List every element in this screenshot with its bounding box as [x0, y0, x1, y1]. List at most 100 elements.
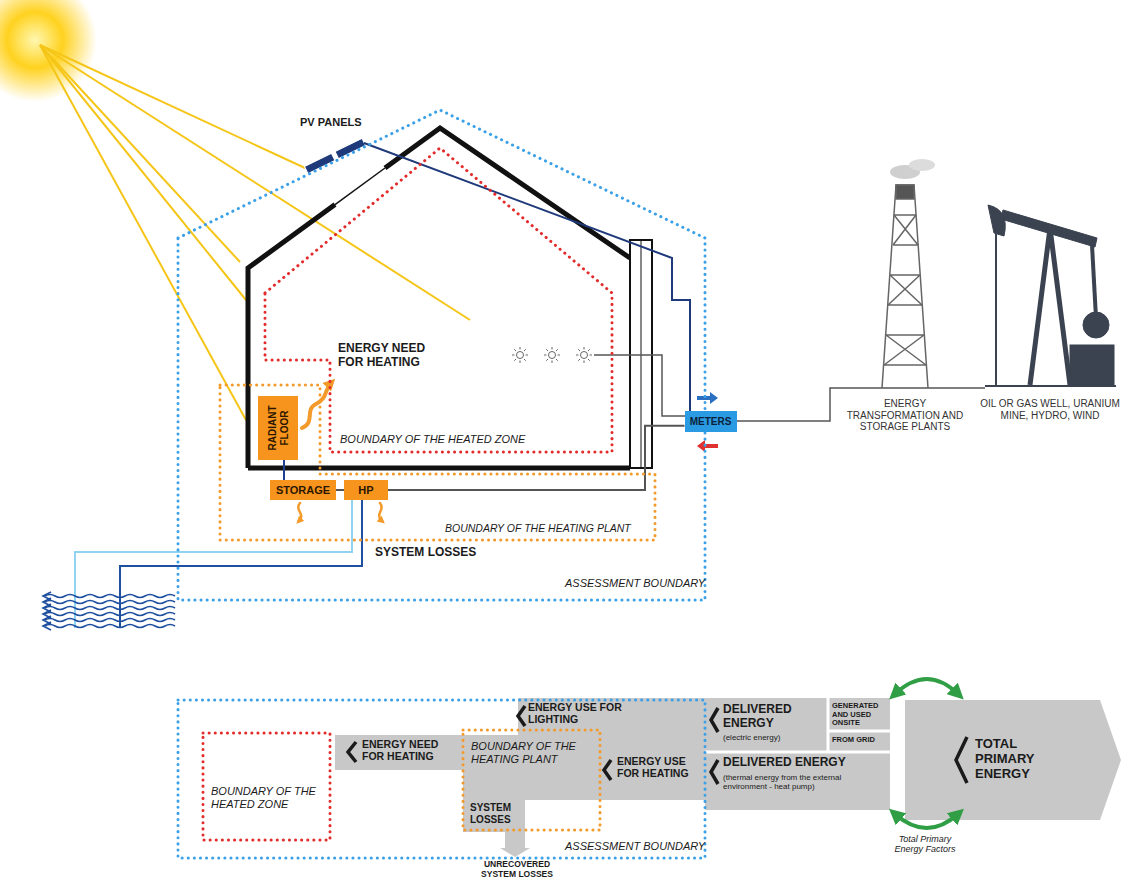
dotted-boundary — [178, 700, 705, 858]
diagram-label: OIL OR GAS WELL, URANIUM MINE, HYDRO, WI… — [980, 398, 1120, 421]
diagram-label: ENERGY USE FOR HEATING — [617, 755, 702, 779]
water-waves — [43, 622, 51, 630]
pv-panel — [335, 138, 365, 158]
boundary-label: ASSESSMENT BOUNDARY — [565, 577, 705, 590]
energy-flow-band — [905, 700, 1121, 820]
band-divider — [705, 698, 890, 752]
pv-panel — [304, 138, 365, 173]
boundary-label: BOUNDARY OF THE HEATING PLANT — [445, 522, 631, 534]
heated-zone-boundary: BOUNDARY OF THE HEATED ZONE — [265, 148, 612, 452]
heating-plant-boundary: RADIANT FLOOR STORAGE HP BOUNDARY OF THE HE… — [220, 385, 655, 540]
lamp-symbol — [512, 347, 528, 363]
building-wall — [248, 128, 630, 468]
water-waves — [45, 619, 175, 622]
diagram-label: ENERGY NEED FOR HEATING — [338, 342, 433, 370]
water-waves — [45, 595, 175, 598]
box-label: HP — [358, 484, 373, 497]
power-plant-tower — [882, 159, 935, 388]
diagram-label: DELIVERED ENERGY — [723, 703, 823, 731]
water-waves — [45, 625, 175, 628]
sun-ray — [40, 45, 470, 320]
assessment-boundary: BOUNDARY OF THE HEATED ZONERADIANT FLOOR… — [178, 105, 705, 600]
flow-chevron — [348, 742, 356, 762]
boundary-label: BOUNDARY OF THE HEATED ZONE — [340, 433, 525, 446]
pump-jack — [1030, 228, 1070, 385]
building-wall — [641, 240, 642, 468]
power-plant-tower — [882, 185, 928, 388]
power-plant-tower — [884, 215, 926, 365]
meter-arrow — [697, 392, 718, 404]
building-wall — [248, 466, 630, 471]
heat-flow-arrow — [379, 503, 382, 521]
dotted-boundary — [203, 733, 330, 840]
band-divider — [705, 698, 890, 752]
sun-ray — [40, 45, 305, 168]
flow-chevron — [604, 760, 611, 780]
diagram-label: ENERGY NEED FOR HEATING — [362, 738, 452, 762]
box-label: METERS — [690, 416, 732, 428]
box-label: STORAGE — [276, 484, 330, 497]
pv-wire — [364, 143, 690, 411]
building-wall — [248, 128, 652, 468]
diagram-label: (electric energy) — [723, 733, 780, 742]
heat-flow-arrow — [298, 503, 301, 521]
diagram-label: FROM GRID — [832, 736, 875, 745]
heated-zone-boundary: BOUNDARY OF THE HEATED ZONE — [203, 733, 330, 840]
pump-jack — [985, 205, 1116, 386]
heat-flow-arrow — [302, 383, 331, 428]
primary-energy-factor-arrow — [895, 679, 958, 828]
pump-jack — [1083, 312, 1109, 338]
diagram-label: GENERATED AND USED ONSITE — [832, 702, 888, 728]
pump-jack — [1092, 245, 1096, 318]
boundary-label: BOUNDARY OF THE HEATED ZONE — [211, 785, 323, 810]
diagram-label: SYSTEM LOSSES — [375, 546, 476, 560]
flow-chevron — [518, 706, 525, 726]
meter-arrow — [697, 440, 718, 452]
storage-box: STORAGE — [270, 480, 336, 500]
dotted-boundary — [265, 148, 612, 452]
power-plant-tower — [909, 159, 935, 171]
sun-ray — [40, 45, 246, 300]
radiant-floor-box: RADIANT FLOOR — [258, 396, 298, 460]
flow-chevron — [711, 760, 718, 784]
energy-flow-band — [505, 832, 525, 848]
primary-energy-factor-arrow — [895, 814, 958, 828]
flow-chevron — [956, 737, 967, 783]
boundary-label: BOUNDARY OF THE HEATING PLANT — [471, 740, 591, 765]
pump-jack — [988, 205, 1005, 236]
pipe-connector — [283, 460, 285, 480]
lamp-symbol — [512, 347, 592, 363]
building-wall — [630, 240, 652, 468]
diagram-label: SYSTEM LOSSES — [470, 802, 520, 825]
energy-flow-band — [335, 698, 1121, 857]
flow-chevron — [348, 706, 967, 784]
boundary-outline — [220, 385, 655, 540]
lamp-symbol — [576, 347, 592, 363]
box-label: RADIANT FLOOR — [267, 401, 290, 455]
water-waves — [43, 592, 175, 630]
lamp-symbol — [544, 347, 560, 363]
diagram-label: Total Primary Energy Factors — [885, 834, 965, 855]
diagram-label: ENERGY USE FOR LIGHTING — [528, 701, 640, 725]
energy-flow-band — [500, 848, 530, 857]
energy-flow-band — [518, 698, 705, 735]
pump-jack — [985, 385, 1116, 387]
sun-ray — [40, 45, 240, 262]
dotted-boundary — [178, 110, 705, 600]
lighting-wire — [594, 355, 686, 416]
energy-flow-band — [463, 800, 525, 832]
diagram-label: ENERGY TRANSFORMATION AND STORAGE PLANTS — [840, 398, 970, 433]
power-plant-tower — [896, 185, 914, 199]
pipe-connector — [336, 489, 344, 491]
boundary-outline — [265, 148, 612, 452]
sun-ray — [40, 45, 470, 420]
diagram-label: DELIVERED ENERGY — [723, 756, 846, 770]
diagram-label: PV PANELS — [300, 116, 362, 129]
dotted-boundary — [220, 385, 655, 540]
energy-flow-band — [463, 735, 705, 800]
water-waves — [45, 607, 175, 610]
diagram-label: (thermal energy from the external enviro… — [723, 773, 883, 791]
diagram-label: TOTAL PRIMARY ENERGY — [975, 737, 1055, 782]
heat-pump-box: HP — [344, 480, 388, 500]
pump-jack — [995, 234, 997, 385]
